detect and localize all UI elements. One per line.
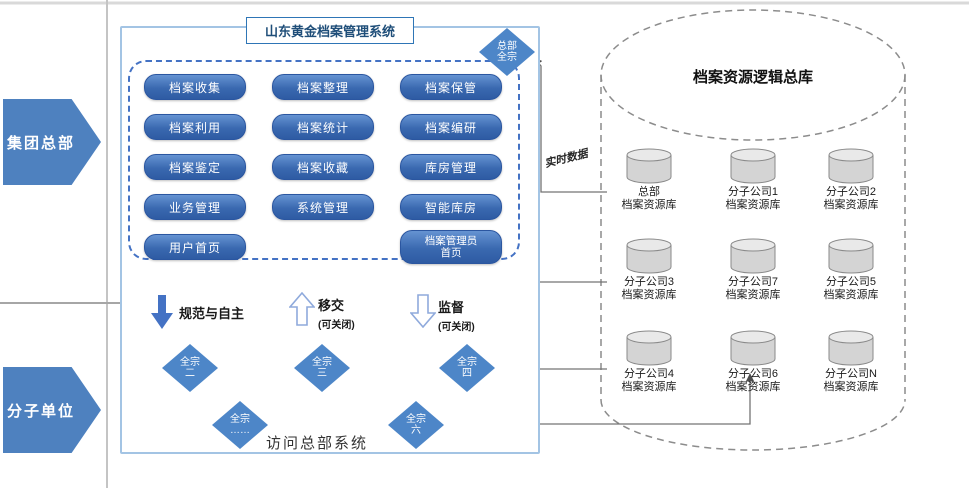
database-label: 总部 档案资源库 xyxy=(621,186,677,212)
access-hq-label: 访问总部系统 xyxy=(266,435,369,452)
module-pill: 档案编研 xyxy=(400,114,502,140)
realtime-data-connector xyxy=(533,57,607,193)
database-item: 分子公司N 档案资源库 xyxy=(803,330,899,394)
module-pill: 系统管理 xyxy=(272,194,374,220)
system-title: 山东黄金档案管理系统 xyxy=(245,17,415,44)
database-label: 分子公司4 档案资源库 xyxy=(621,368,677,394)
database-label: 分子公司3 档案资源库 xyxy=(621,276,677,302)
module-pill: 档案收集 xyxy=(144,74,246,100)
flow-note-supervise: (可关闭) xyxy=(438,322,475,333)
flow-label-supervise-group: 监督 (可关闭) xyxy=(438,297,475,333)
realtime-data-label: 实时数据 xyxy=(543,147,590,171)
database-icon xyxy=(828,330,874,366)
database-item: 分子公司4 档案资源库 xyxy=(601,330,697,394)
module-pill: 档案整理 xyxy=(272,74,374,100)
module-pill: 档案鉴定 xyxy=(144,154,246,180)
database-item: 分子公司1 档案资源库 xyxy=(705,148,801,212)
database-icon xyxy=(626,330,672,366)
database-label: 分子公司1 档案资源库 xyxy=(725,186,781,212)
database-icon xyxy=(626,148,672,184)
database-icon xyxy=(730,238,776,274)
arrow-down-filled-icon xyxy=(151,295,173,329)
database-icon xyxy=(828,238,874,274)
database-icon xyxy=(626,238,672,274)
arrow-up-outline-icon xyxy=(289,292,315,326)
flow-label-standard: 规范与自主 xyxy=(179,306,245,321)
logical-repo-title: 档案资源逻辑总库 xyxy=(692,69,814,86)
database-label: 分子公司6 档案资源库 xyxy=(725,368,781,394)
database-icon xyxy=(730,148,776,184)
database-item: 分子公司2 档案资源库 xyxy=(803,148,899,212)
module-pill: 智能库房 xyxy=(400,194,502,220)
subsidiary-arrow: 分子单位 xyxy=(3,367,101,453)
module-pill: 业务管理 xyxy=(144,194,246,220)
flow-label-transfer: 移交 xyxy=(318,298,345,313)
database-label: 分子公司2 档案资源库 xyxy=(823,186,879,212)
modules-region: 档案收集 档案整理 档案保管 档案利用 档案统计 档案编研 档案鉴定 档案收藏 … xyxy=(128,60,520,264)
module-pill: 库房管理 xyxy=(400,154,502,180)
flow-label-transfer-group: 移交 (可关闭) xyxy=(318,295,355,331)
module-pill: 档案收藏 xyxy=(272,154,374,180)
group-hq-arrow: 集团总部 xyxy=(3,99,101,185)
module-pill: 档案统计 xyxy=(272,114,374,140)
database-icon xyxy=(730,330,776,366)
subsidiary-label: 分子单位 xyxy=(6,402,75,420)
database-label: 分子公司N 档案资源库 xyxy=(823,368,879,394)
module-pill: 档案管理员 首页 xyxy=(400,230,502,264)
database-label: 分子公司7 档案资源库 xyxy=(725,276,781,302)
module-pill: 用户首页 xyxy=(144,234,246,260)
database-label: 分子公司5 档案资源库 xyxy=(823,276,879,302)
database-item: 分子公司3 档案资源库 xyxy=(601,238,697,302)
database-item: 总部 档案资源库 xyxy=(601,148,697,212)
empty-cell xyxy=(272,234,374,258)
module-pill: 档案保管 xyxy=(400,74,502,100)
module-pill: 档案利用 xyxy=(144,114,246,140)
arrow-down-outline-icon xyxy=(410,294,436,328)
flow-label-supervise: 监督 xyxy=(438,300,465,315)
database-icon xyxy=(828,148,874,184)
database-item: 分子公司7 档案资源库 xyxy=(705,238,801,302)
group-hq-label: 集团总部 xyxy=(6,134,75,152)
flow-note-transfer: (可关闭) xyxy=(318,320,355,331)
database-item: 分子公司6 档案资源库 xyxy=(705,330,801,394)
database-item: 分子公司5 档案资源库 xyxy=(803,238,899,302)
